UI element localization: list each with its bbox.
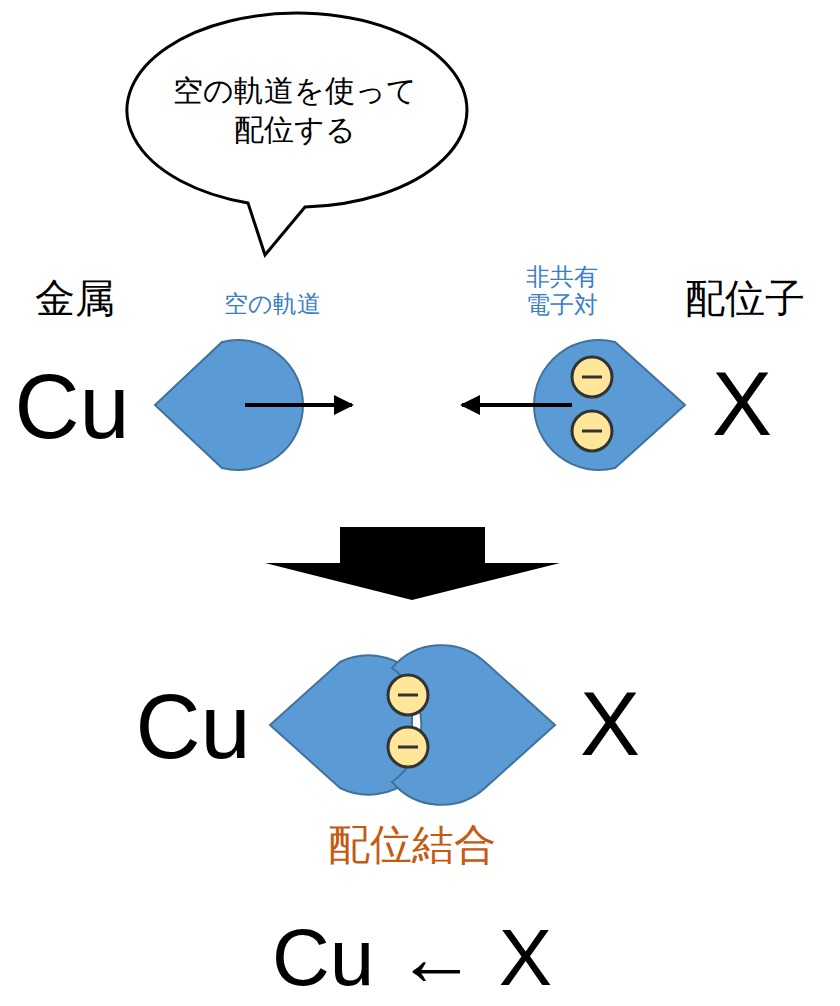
arrow [462, 403, 572, 407]
bond-orbital [392, 645, 555, 805]
bond-orbital [270, 655, 412, 794]
element-symbol: Cu [135, 676, 250, 780]
part-name: 金属 [35, 275, 115, 321]
element-symbol: X [580, 673, 640, 777]
bubble-text: 空の軌道を使って 配位する [168, 71, 423, 149]
orbital-label: 空の軌道 [224, 291, 321, 319]
electron [572, 357, 612, 451]
bubble-shape [127, 13, 467, 255]
bond-notation: Cu ← X [272, 912, 552, 1004]
process-arrow [265, 527, 560, 600]
element-symbol: X [712, 353, 772, 457]
bond-name: 配位結合 [328, 821, 496, 869]
electron [388, 675, 428, 767]
orbital-label: 非共有 電子対 [522, 264, 602, 319]
speech-bubble: 空の軌道を使って 配位する [120, 10, 470, 260]
element-symbol: Cu [14, 356, 129, 460]
arrow [245, 403, 352, 407]
part-name: 配位子 [685, 275, 805, 321]
